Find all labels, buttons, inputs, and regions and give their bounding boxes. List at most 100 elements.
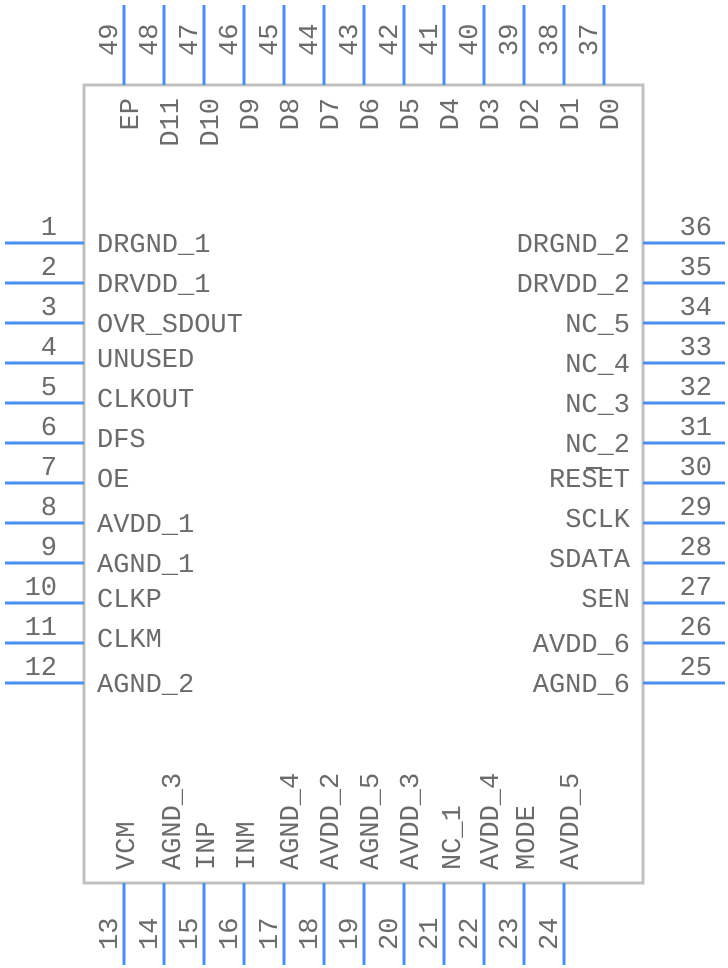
pin-label: AGND_6	[533, 671, 630, 701]
pin-number: 23	[496, 918, 526, 950]
pin-number: 25	[680, 654, 712, 684]
pin-number: 27	[680, 574, 712, 604]
pin-label: SEN	[581, 586, 630, 616]
pin-label: D9	[237, 98, 267, 130]
pin-number: 44	[296, 24, 326, 56]
pin-number: 36	[680, 214, 712, 244]
pin-number: 19	[336, 918, 366, 950]
pin-number: 41	[416, 24, 446, 56]
pin-number: 20	[376, 918, 406, 950]
pin-label: AVDD_6	[533, 631, 630, 661]
pin-label: OE	[97, 466, 129, 496]
pin-number: 37	[576, 24, 606, 56]
pin-number: 8	[41, 494, 57, 524]
pin-number: 42	[376, 24, 406, 56]
pin-number: 22	[456, 918, 486, 950]
pin-label: DFS	[97, 426, 146, 456]
pin-label: NC_1	[439, 805, 469, 870]
pin-number: 4	[41, 334, 57, 364]
pin-label: D11	[157, 98, 187, 147]
pin-number: 33	[680, 334, 712, 364]
pin-number: 39	[496, 24, 526, 56]
pin-label: AGND_1	[97, 551, 194, 581]
pin-number: 32	[680, 374, 712, 404]
pin-label: NC_2	[565, 431, 630, 461]
pin-label: DRGND_1	[97, 231, 210, 261]
pin-number: 11	[25, 614, 57, 644]
pin-number: 30	[680, 454, 712, 484]
pin-label: AGND_5	[357, 773, 387, 870]
pin-label: EP	[117, 98, 147, 130]
pin-label: OVR_SDOUT	[97, 311, 243, 341]
pin-number: 15	[176, 918, 206, 950]
pin-number: 10	[25, 574, 57, 604]
pin-number: 12	[25, 654, 57, 684]
pin-label: D1	[557, 98, 587, 130]
pin-label: DRGND_2	[517, 231, 630, 261]
pin-label: AGND_3	[159, 773, 189, 870]
pin-label: D2	[517, 98, 547, 130]
pin-number: 34	[680, 294, 712, 324]
pin-number: 6	[41, 414, 57, 444]
pin-number: 43	[336, 24, 366, 56]
pin-number: 45	[256, 24, 286, 56]
pin-label: CLKOUT	[97, 386, 194, 416]
pin-number: 35	[680, 254, 712, 284]
pin-number: 5	[41, 374, 57, 404]
pin-label: VCM	[113, 821, 143, 870]
pin-label: AGND_4	[277, 773, 307, 870]
pin-label: RESET	[549, 466, 630, 496]
pin-number: 46	[216, 24, 246, 56]
pin-number: 14	[136, 918, 166, 950]
pin-label: MODE	[513, 805, 543, 870]
pin-number: 49	[96, 24, 126, 56]
pin-number: 1	[41, 214, 57, 244]
pin-label: AVDD_3	[397, 773, 427, 870]
pin-number: 9	[41, 534, 57, 564]
pin-label: D6	[357, 98, 387, 130]
pin-label: AVDD_4	[477, 773, 507, 870]
pin-label: UNUSED	[97, 346, 194, 376]
pin-label: D3	[477, 98, 507, 130]
pin-label: D8	[277, 98, 307, 130]
pin-label: D4	[437, 98, 467, 130]
pin-label: DRVDD_2	[517, 271, 630, 301]
pin-number: 47	[176, 24, 206, 56]
pin-number: 48	[136, 24, 166, 56]
pin-number: 18	[296, 918, 326, 950]
pin-label: INP	[193, 821, 223, 870]
pin-number: 31	[680, 414, 712, 444]
pin-number: 16	[216, 918, 246, 950]
pin-number: 13	[96, 918, 126, 950]
pin-label: INM	[233, 821, 263, 870]
ic-body	[82, 83, 645, 885]
pin-number: 21	[416, 918, 446, 950]
pin-label: NC_4	[565, 351, 630, 381]
pin-label: SCLK	[565, 506, 631, 536]
pin-number: 28	[680, 534, 712, 564]
pin-number: 2	[41, 254, 57, 284]
pin-label: AVDD_2	[317, 773, 347, 870]
pin-label: SDATA	[549, 546, 631, 576]
pin-label: D7	[317, 98, 347, 130]
pin-label: AVDD_5	[557, 773, 587, 870]
pin-label: D5	[397, 98, 427, 130]
pin-label: CLKP	[97, 586, 162, 616]
pin-number: 7	[41, 454, 57, 484]
pin-number: 3	[41, 294, 57, 324]
pin-label: D10	[197, 98, 227, 147]
pin-label: AVDD_1	[97, 511, 194, 541]
pin-label: D0	[597, 98, 627, 130]
pin-number: 24	[536, 918, 566, 950]
pin-number: 17	[256, 918, 286, 950]
pin-label: NC_5	[565, 311, 630, 341]
pin-label: CLKM	[97, 626, 162, 656]
pin-label: DRVDD_1	[97, 271, 210, 301]
pin-number: 29	[680, 494, 712, 524]
pin-number: 40	[456, 24, 486, 56]
pin-number: 26	[680, 614, 712, 644]
pin-label: NC_3	[565, 391, 630, 421]
pin-label: AGND_2	[97, 671, 194, 701]
